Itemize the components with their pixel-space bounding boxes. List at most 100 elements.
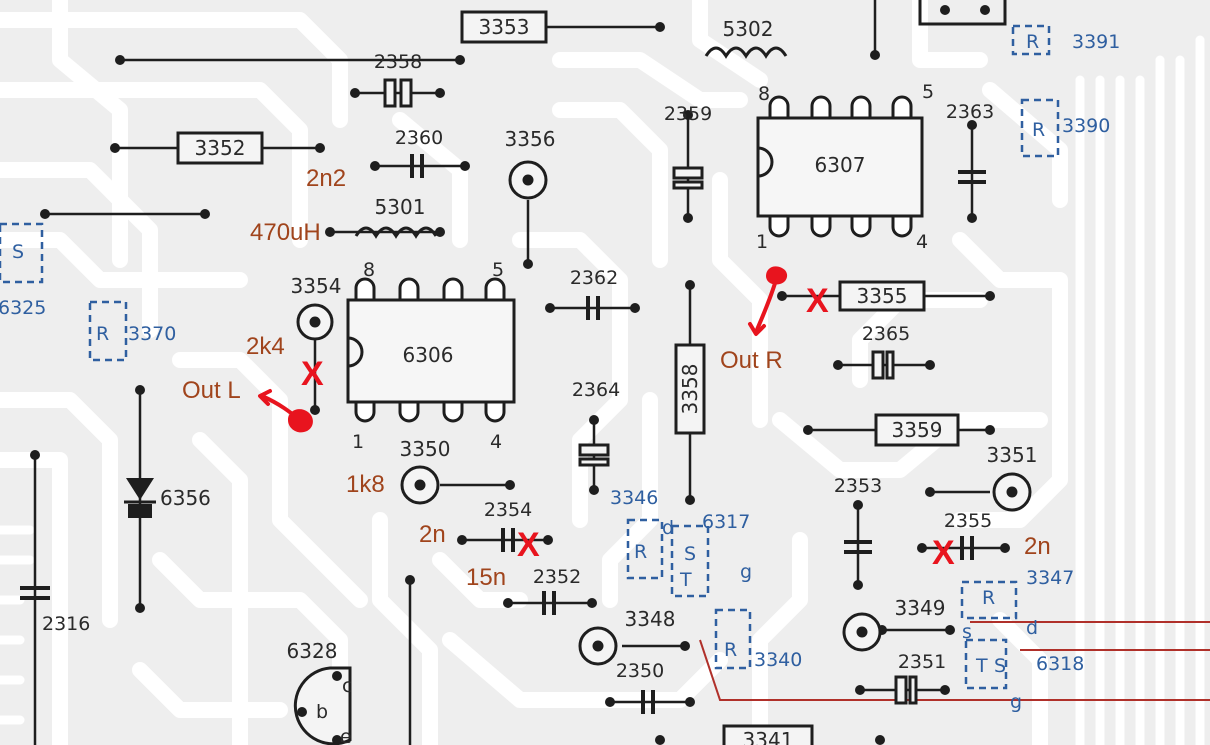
resistor-3358-label: 3358	[678, 364, 702, 415]
transistor-6328-pin-c: c	[342, 675, 352, 697]
capacitor-2358	[383, 78, 413, 108]
transistor-6325-label: 6325	[0, 297, 46, 319]
x-mark-3354: X	[301, 355, 324, 393]
testpoint-3351	[992, 472, 1032, 512]
smd-r-3347-letter: R	[982, 587, 995, 609]
x-mark-3355: X	[806, 282, 829, 320]
ic-6307-pin5: 5	[922, 81, 934, 103]
testpoint-3348	[578, 626, 618, 666]
testpoint-3349	[842, 612, 882, 652]
inductor-5302-label: 5302	[723, 17, 774, 41]
x-mark-2355: X	[932, 534, 955, 572]
testpoint-3349-label: 3349	[895, 596, 946, 620]
inductor-5301	[354, 226, 438, 239]
capacitor-2359-label: 2359	[664, 103, 712, 125]
annotations: 2n2 470uH 2k4 Out L Out R 1k8 2n 15n 2n	[182, 165, 1051, 591]
capacitor-2353-label: 2353	[834, 475, 882, 497]
resistor-3341: 3341	[722, 724, 814, 745]
smd-s-6325-letter: S	[12, 241, 24, 263]
resistor-3347-label: 3347	[1026, 567, 1074, 589]
annotation-out-r: Out R	[720, 347, 783, 374]
smd-q6317-pin-g: g	[740, 561, 752, 583]
capacitor-2351	[894, 675, 918, 705]
transistor-6318-label: 6318	[1036, 653, 1084, 675]
resistor-3359-label: 3359	[892, 418, 943, 442]
diode-6356	[124, 478, 156, 518]
annotation-470uH: 470uH	[250, 219, 321, 246]
smd-q6318-pin-s: s	[962, 621, 972, 643]
out-l-blob	[288, 409, 313, 433]
capacitor-2354	[501, 528, 515, 552]
annotation-2n2: 2n2	[306, 165, 346, 192]
annotation-2k4: 2k4	[246, 333, 285, 360]
resistor-3346-label: 3346	[610, 487, 658, 509]
resistor-3391-label: 3391	[1072, 31, 1120, 53]
testpoint-3348-label: 3348	[625, 607, 676, 631]
testpoint-3350	[400, 465, 440, 505]
capacitor-2364	[578, 443, 610, 467]
capacitor-2355-label: 2355	[944, 510, 992, 532]
smd-s-6317-letter: S	[684, 543, 696, 565]
inductor-5302	[704, 46, 788, 59]
capacitor-2360	[410, 154, 424, 178]
capacitor-2365-label: 2365	[862, 323, 910, 345]
resistor-3390-label: 3390	[1062, 115, 1110, 137]
smd-r-3370-letter: R	[96, 323, 109, 345]
resistor-3355: 3355	[838, 280, 926, 312]
ic-6307-label: 6307	[815, 153, 866, 177]
smd-r-3391-letter: R	[1026, 31, 1039, 53]
ic-6306-label: 6306	[403, 343, 454, 367]
ic-6307-pin8: 8	[758, 83, 770, 105]
ic-6306-pin4: 4	[490, 431, 502, 453]
capacitor-2363	[958, 170, 986, 184]
smd-t-6317-letter: T	[679, 569, 692, 591]
smd-q6317-pin-d: d	[662, 517, 674, 539]
annotation-2n-right: 2n	[1024, 533, 1051, 560]
capacitor-2362-label: 2362	[570, 267, 618, 289]
testpoint-3351-label: 3351	[987, 443, 1038, 467]
resistor-3352-label: 3352	[195, 136, 246, 160]
smd-r-3346-letter: R	[634, 541, 647, 563]
annotation-2n-left: 2n	[419, 521, 446, 548]
capacitor-2352	[542, 591, 556, 615]
testpoint-3354	[296, 303, 334, 341]
out-r-arrow	[748, 278, 778, 336]
capacitor-2360-label: 2360	[395, 127, 443, 149]
capacitor-2350-label: 2350	[616, 660, 664, 682]
smd-t-6318-letter: T	[975, 655, 988, 677]
capacitor-2364-label: 2364	[572, 379, 620, 401]
testpoint-3354-label: 3354	[291, 274, 342, 298]
capacitor-2316	[20, 586, 50, 600]
ic-6307: 6307 8 5 1 4	[756, 81, 934, 253]
resistor-3353: 3353	[460, 10, 548, 44]
capacitor-2352-label: 2352	[533, 566, 581, 588]
inductor-5301-label: 5301	[375, 195, 426, 219]
diode-6356-label: 6356	[160, 486, 211, 510]
ic-6307-pin4: 4	[916, 231, 928, 253]
capacitor-2355	[960, 536, 974, 560]
wires	[33, 0, 1005, 745]
ic-6306-pin5: 5	[492, 259, 504, 281]
transistor-6328-pin-e: e	[340, 726, 352, 745]
testpoint-3356-label: 3356	[505, 127, 556, 151]
capacitor-2350	[641, 690, 655, 714]
resistor-3340-label: 3340	[754, 649, 802, 671]
ic-6306-pin1: 1	[352, 431, 364, 453]
transistor-6328-pin-b: b	[316, 701, 328, 723]
testpoint-3350-label: 3350	[400, 437, 451, 461]
smd-s-6318-letter: S	[994, 655, 1006, 677]
ic-6306: 6306 8 5 1 4	[346, 259, 516, 453]
transistor-6328: c b e	[293, 666, 352, 745]
resistor-3353-label: 3353	[479, 15, 530, 39]
capacitor-2365	[871, 350, 895, 380]
testpoint-3356	[508, 160, 548, 200]
out-r-blob	[766, 266, 788, 285]
capacitor-2362	[586, 296, 600, 320]
capacitor-2363-label: 2363	[946, 101, 994, 123]
x-mark-2354: X	[517, 526, 540, 564]
smd-q6318-pin-d: d	[1026, 617, 1038, 639]
capacitor-2351-label: 2351	[898, 651, 946, 673]
copper-traces-thin	[0, 35, 1205, 745]
cut-markers: X X X X	[301, 282, 955, 572]
smd-footprints	[0, 24, 1060, 690]
